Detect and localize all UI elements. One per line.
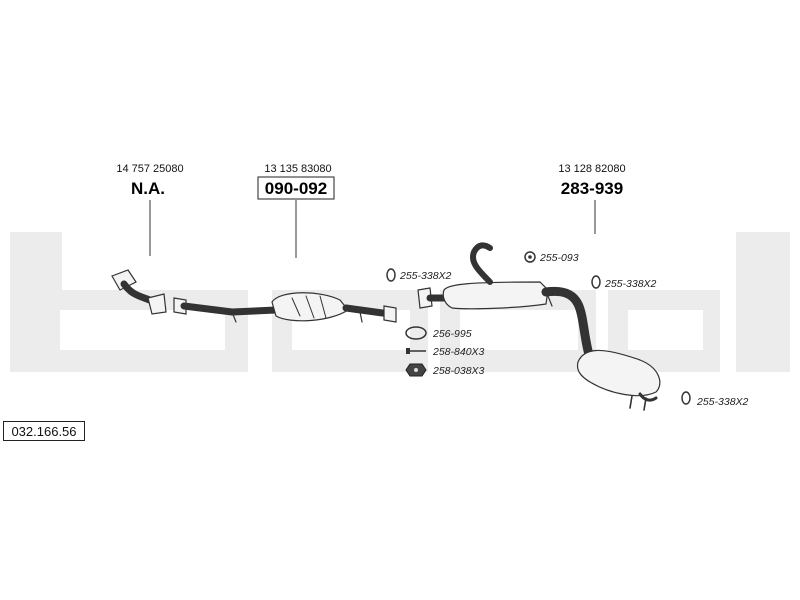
front-pipe <box>111 269 167 315</box>
bosal-watermark <box>10 232 790 372</box>
small-part-3: 255-338X2 <box>591 275 657 290</box>
small-part-label: 255-338X2 <box>696 396 749 408</box>
small-part-label: 258-038X3 <box>432 365 485 377</box>
bolt-icon <box>406 348 426 354</box>
small-part-4: 256-995 <box>405 326 472 340</box>
small-part-label: 255-093 <box>539 252 579 264</box>
rubber-hanger-icon <box>524 251 536 263</box>
small-part-label: 256-995 <box>432 328 472 340</box>
catalytic-converter <box>173 292 397 323</box>
small-part-6: 258-038X3 <box>405 363 485 377</box>
drawing-code-label: 032.166.56 <box>3 421 85 441</box>
small-part-2: 255-093 <box>524 251 579 264</box>
part-number-2: 090-092 <box>265 179 327 198</box>
oe-number-2: 13 135 83080 <box>264 163 331 175</box>
part-number-3: 283-939 <box>561 179 623 198</box>
oe-number-3: 13 128 82080 <box>558 163 625 175</box>
part-number-box-2 <box>257 176 335 200</box>
rear-exhaust-system <box>417 242 661 411</box>
gasket-icon <box>405 326 427 340</box>
small-part-7: 255-338X2 <box>681 391 749 408</box>
rubber-ring-icon <box>681 391 691 405</box>
oe-number-1: 14 757 25080 <box>116 163 183 175</box>
rubber-ring-icon <box>591 275 601 289</box>
small-part-label: 255-338X2 <box>604 278 657 290</box>
part-number-1: N.A. <box>131 179 165 198</box>
rubber-ring-icon <box>386 268 396 282</box>
small-part-1: 255-338X2 <box>386 268 452 282</box>
small-part-5: 258-840X3 <box>406 346 485 358</box>
small-part-label: 258-840X3 <box>432 346 485 358</box>
small-part-label: 255-338X2 <box>399 270 452 282</box>
